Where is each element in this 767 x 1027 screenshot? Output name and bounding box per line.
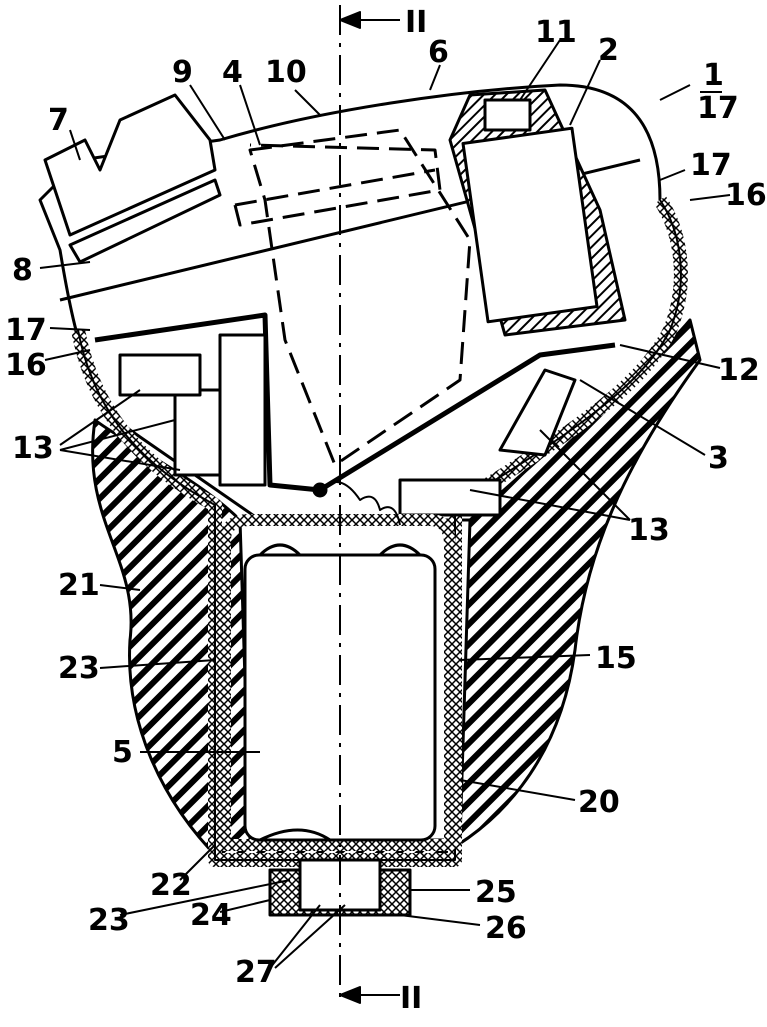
label-6: 6 — [428, 35, 449, 70]
label-13: 13 — [12, 431, 54, 466]
label-22: 22 — [150, 868, 192, 903]
label-25: 25 — [475, 875, 517, 910]
label-9: 9 — [172, 55, 193, 90]
label-26: 26 — [485, 911, 527, 946]
component-13 — [175, 390, 225, 475]
label-1: 1 — [703, 58, 724, 93]
label-27: 27 — [235, 955, 277, 990]
label-21: 21 — [58, 568, 100, 603]
label-3: 3 — [708, 441, 729, 476]
label-10: 10 — [265, 55, 307, 90]
label-4: 4 — [222, 55, 243, 90]
label-8: 8 — [12, 253, 33, 288]
label-2: 2 — [598, 33, 619, 68]
label-20: 20 — [578, 785, 620, 820]
label-17: 17 — [5, 313, 47, 348]
battery-5 — [245, 555, 435, 840]
label-12: 12 — [718, 353, 760, 388]
label-17: 17 — [697, 91, 739, 126]
label-16: 16 — [725, 178, 767, 213]
label-13: 13 — [628, 513, 670, 548]
section-marker-top: II — [405, 5, 427, 40]
motor-2 — [463, 128, 597, 322]
label-23: 23 — [58, 651, 100, 686]
label-16: 16 — [5, 348, 47, 383]
label-7: 7 — [48, 103, 69, 138]
label-23: 23 — [88, 903, 130, 938]
section-marker-bottom: II — [400, 981, 422, 1016]
label-11: 11 — [535, 15, 577, 50]
label-15: 15 — [595, 641, 637, 676]
label-5: 5 — [112, 735, 133, 770]
label-24: 24 — [190, 898, 232, 933]
